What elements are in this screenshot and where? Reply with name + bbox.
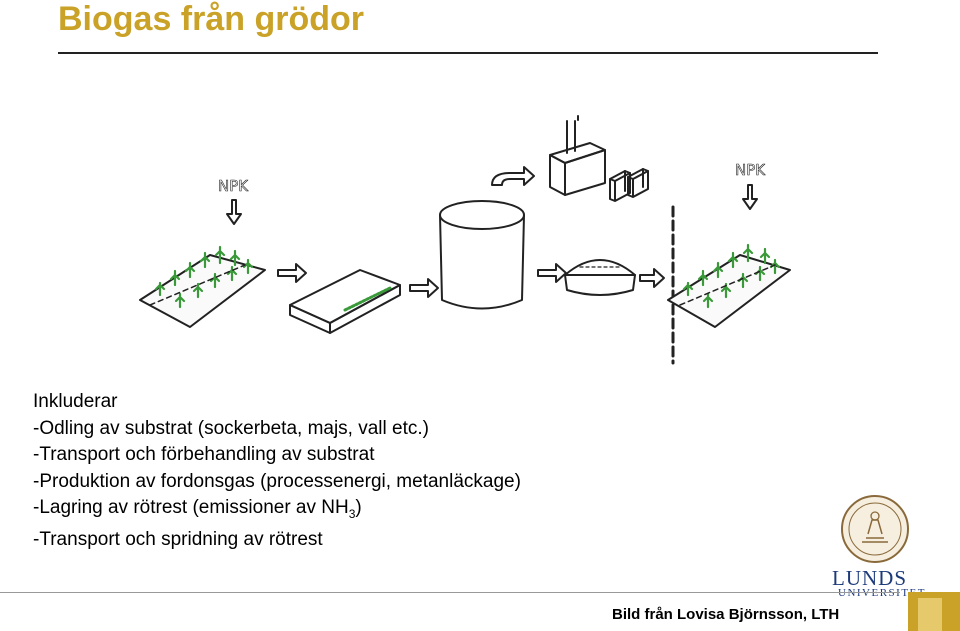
title-divider — [58, 52, 878, 54]
university-seal-icon — [841, 495, 909, 563]
digestate-storage — [564, 259, 636, 296]
university-logo-name: LUNDS — [832, 566, 908, 590]
list-item: -Transport och spridning av rötrest — [33, 529, 323, 551]
list-item-text: -Lagring av rötrest (emissioner av NH — [33, 497, 349, 518]
process-diagram: NPK — [139, 115, 791, 365]
field-right — [667, 243, 791, 328]
flow-arrow-1 — [277, 263, 307, 283]
flow-arrow-up — [491, 166, 535, 186]
list-heading: Inkluderar — [33, 391, 118, 412]
included-list: Inkluderar -Odling av substrat (sockerbe… — [33, 389, 521, 554]
list-item: -Transport och förbehandling av substrat — [33, 444, 375, 465]
list-item: -Odling av substrat (sockerbeta, majs, v… — [33, 417, 429, 439]
substrate-storage — [289, 269, 401, 334]
npk-arrow-left — [226, 199, 242, 225]
npk-label-right: NPK — [735, 161, 766, 179]
digester-tank — [439, 200, 525, 310]
npk-label-left: NPK — [218, 177, 249, 195]
upgrading-plant — [549, 115, 649, 202]
npk-arrow-right — [742, 184, 758, 210]
subscript: 3 — [348, 506, 356, 521]
page-title: Biogas från grödor — [58, 0, 365, 38]
list-item-text-end: ) — [355, 497, 362, 518]
flow-arrow-4 — [639, 268, 665, 288]
footer-accent-inner — [918, 598, 942, 631]
image-credit: Bild från Lovisa Björnsson, LTH — [612, 606, 840, 623]
university-logo-sub: UNIVERSITET — [838, 587, 926, 599]
flow-arrow-3 — [537, 263, 567, 283]
gas-bottles — [609, 168, 649, 202]
list-item: -Lagring av rötrest (emissioner av NH3) — [33, 495, 521, 527]
flow-arrow-2 — [409, 278, 439, 298]
list-item: -Produktion av fordonsgas (processenergi… — [33, 470, 521, 492]
field-left — [139, 245, 266, 328]
footer-divider — [0, 592, 900, 593]
